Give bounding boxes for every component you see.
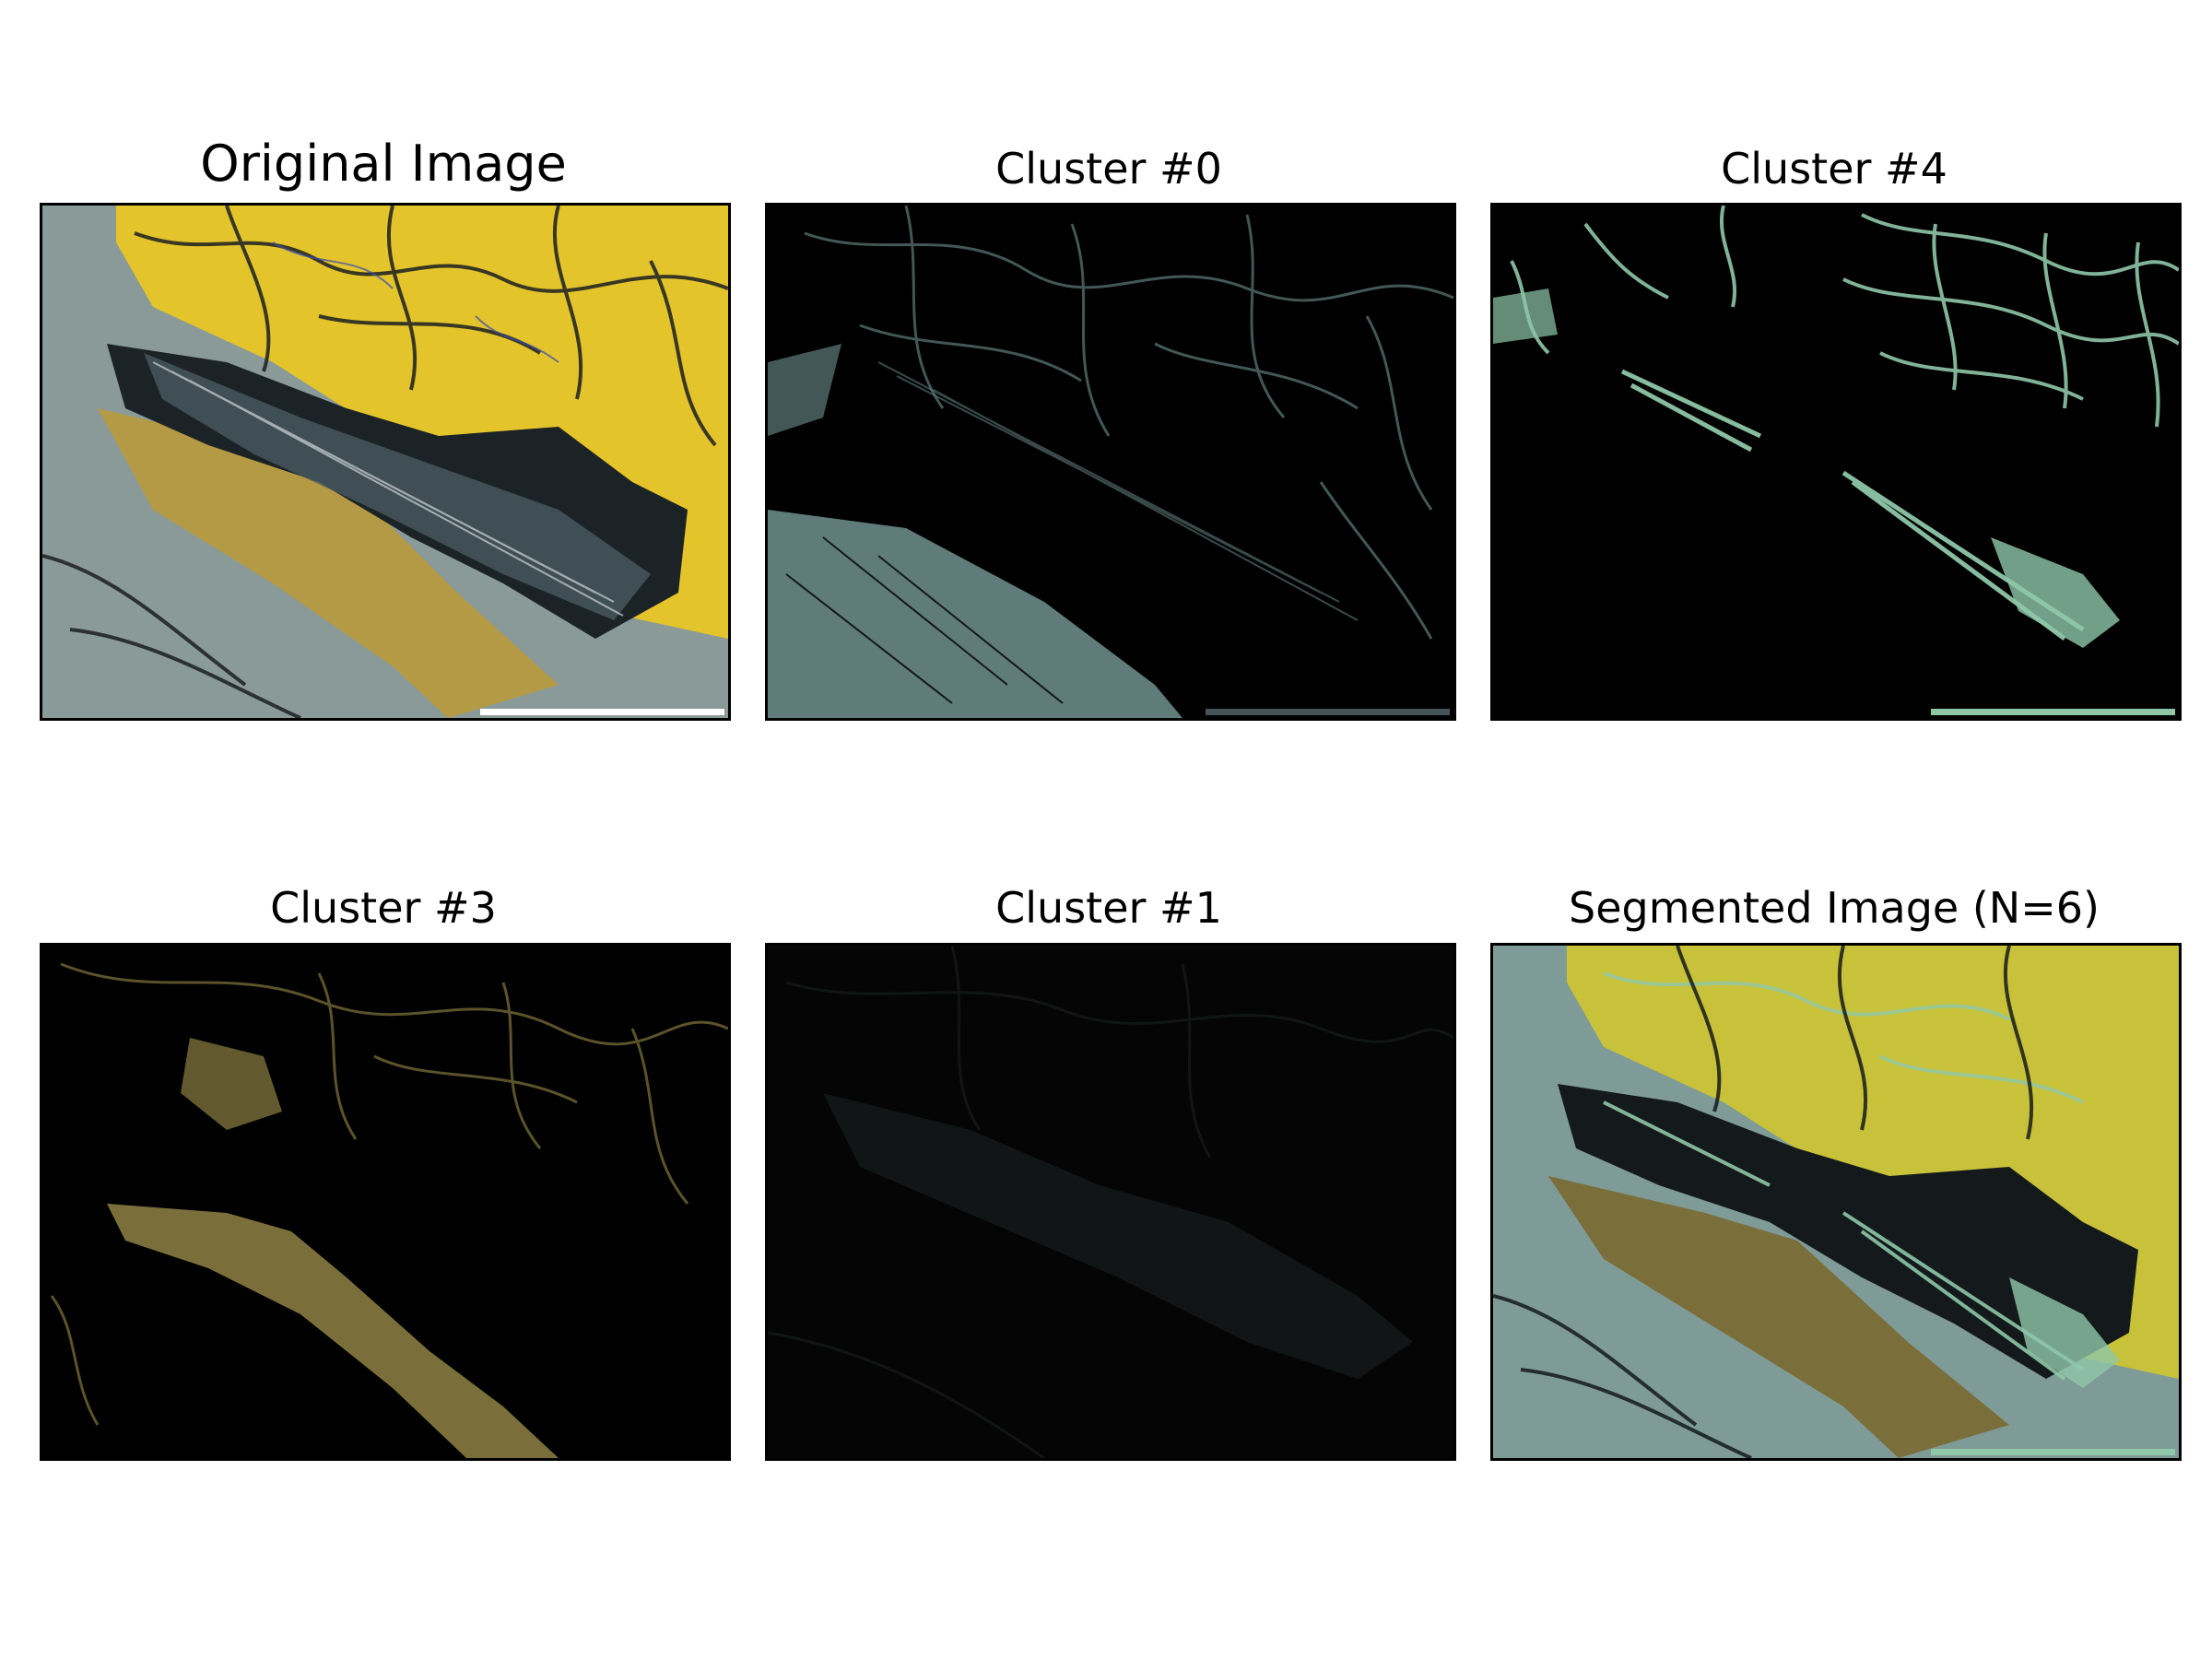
original-image-graphic [42,206,728,718]
panel-title-original: Original Image [200,135,567,193]
cluster-0-graphic [768,206,1453,718]
cluster-0-panel [765,203,1456,721]
cluster-1-graphic [768,946,1453,1458]
panel-title-cluster-4: Cluster #4 [1721,144,1947,194]
scale-bar [480,709,724,715]
cluster-3-graphic [42,946,728,1458]
cluster-4-panel [1490,203,2182,721]
scale-bar [1931,1449,2175,1455]
cluster-1-panel [765,943,1456,1461]
panel-title-cluster-3: Cluster #3 [270,883,497,933]
scale-bar [1931,709,2175,715]
panel-title-cluster-1: Cluster #1 [995,883,1222,933]
original-image-panel [40,203,731,721]
cluster-4-graphic [1493,206,2179,718]
panel-title-cluster-0: Cluster #0 [995,144,1222,194]
segmented-image-panel [1490,943,2182,1461]
cluster-3-panel [40,943,731,1461]
panel-title-segmented: Segmented Image (N=6) [1569,883,2100,933]
scale-bar [1206,709,1450,715]
segmented-image-graphic [1493,946,2179,1458]
